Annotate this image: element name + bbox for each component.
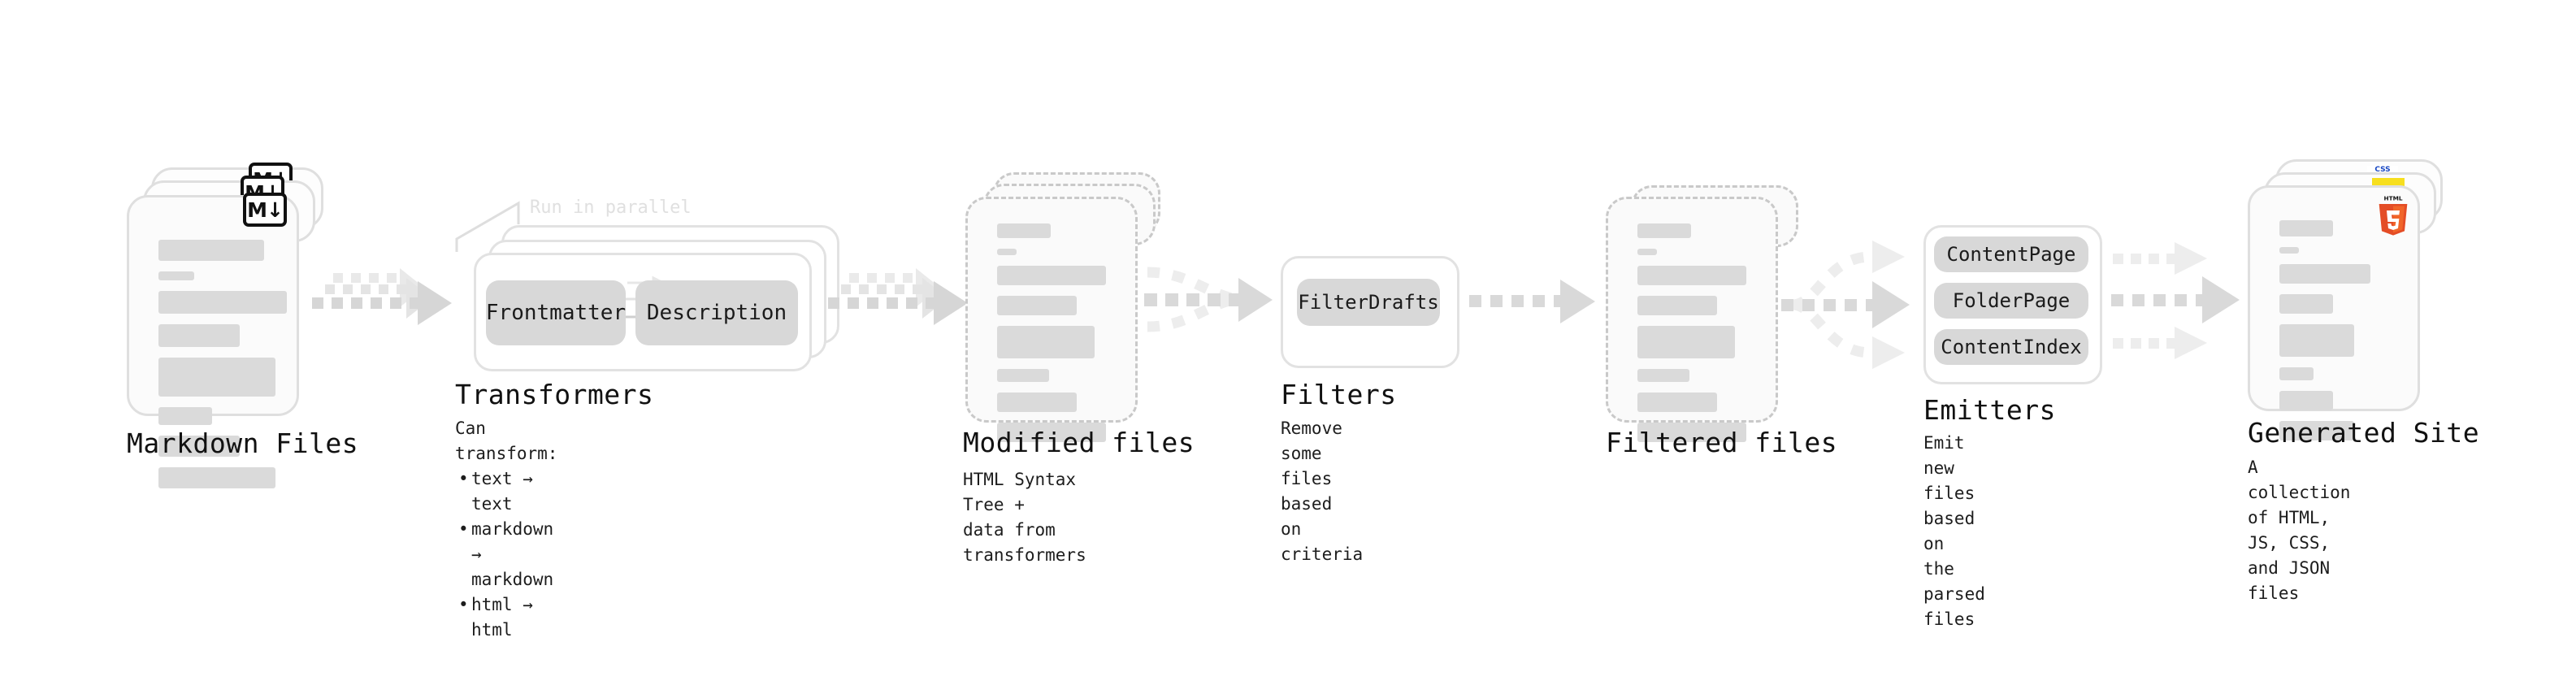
modified-files-subtitle: HTML Syntax Tree + data from transformer…	[963, 470, 1086, 565]
generated-site-subtitle: A collection of HTML, JS, CSS, and JSON …	[2248, 458, 2351, 603]
html5-badge: HTML	[2379, 194, 2408, 236]
arrow-modified-to-filters	[1144, 267, 1273, 332]
arrow-filtered-to-emitters	[1781, 241, 1910, 369]
markdown-card-front[interactable]: M↓	[127, 193, 299, 488]
filters-pill-filterdrafts[interactable]: FilterDrafts	[1297, 279, 1440, 326]
emitters-pill-contentindex[interactable]: ContentIndex	[1934, 329, 2088, 365]
transformers-bullet-2: html → html	[455, 592, 557, 643]
transformer-pill-frontmatter[interactable]: Frontmatter	[486, 280, 626, 345]
arrow-emitters-to-site	[2111, 242, 2240, 359]
site-skeleton-lines	[2279, 220, 2385, 451]
filtered-skeleton-lines	[1637, 223, 1746, 453]
filtered-card-front[interactable]	[1606, 197, 1778, 442]
transformers-subtitle: Can transform: text → text markdown → ma…	[455, 416, 557, 643]
modified-skeleton-lines	[997, 223, 1106, 453]
site-card-front[interactable]: HTML	[2248, 185, 2420, 440]
markdown-skeleton-lines	[158, 240, 287, 499]
modified-files-title: Modified files	[963, 427, 1195, 458]
arrow-transformers-to-modified	[828, 268, 968, 325]
md-badge-front: M↓	[243, 193, 287, 227]
transformers-bullet-list: text → text markdown → markdown html → h…	[455, 466, 557, 643]
generated-site-title: Generated Site	[2248, 417, 2480, 449]
filters-title: Filters	[1281, 379, 1397, 410]
run-in-parallel-note: Run in parallel	[530, 197, 692, 218]
run-in-parallel-bracket	[455, 201, 520, 252]
modified-card-front[interactable]	[965, 197, 1138, 442]
emitters-title: Emitters	[1923, 394, 2056, 426]
arrow-markdown-to-transformers	[312, 268, 452, 325]
arrow-filters-to-filtered	[1469, 280, 1595, 323]
emitters-subtitle: Emit new files based on the parsed files	[1923, 433, 1985, 629]
markdown-files-title: Markdown Files	[127, 427, 359, 459]
emitters-pill-folderpage[interactable]: FolderPage	[1934, 283, 2088, 319]
transformers-subtitle-lead: Can transform:	[455, 419, 558, 463]
transformer-pill-description[interactable]: Description	[635, 280, 798, 345]
transformers-bullet-0: text → text	[455, 466, 557, 517]
emitters-pill-contentpage[interactable]: ContentPage	[1934, 236, 2088, 272]
svg-text:HTML: HTML	[2383, 194, 2402, 202]
transformers-bullet-1: markdown → markdown	[455, 517, 557, 592]
transformers-title: Transformers	[455, 379, 654, 410]
filters-subtitle: Remove some files based on criteria	[1281, 419, 1364, 564]
filtered-files-title: Filtered files	[1606, 427, 1838, 458]
